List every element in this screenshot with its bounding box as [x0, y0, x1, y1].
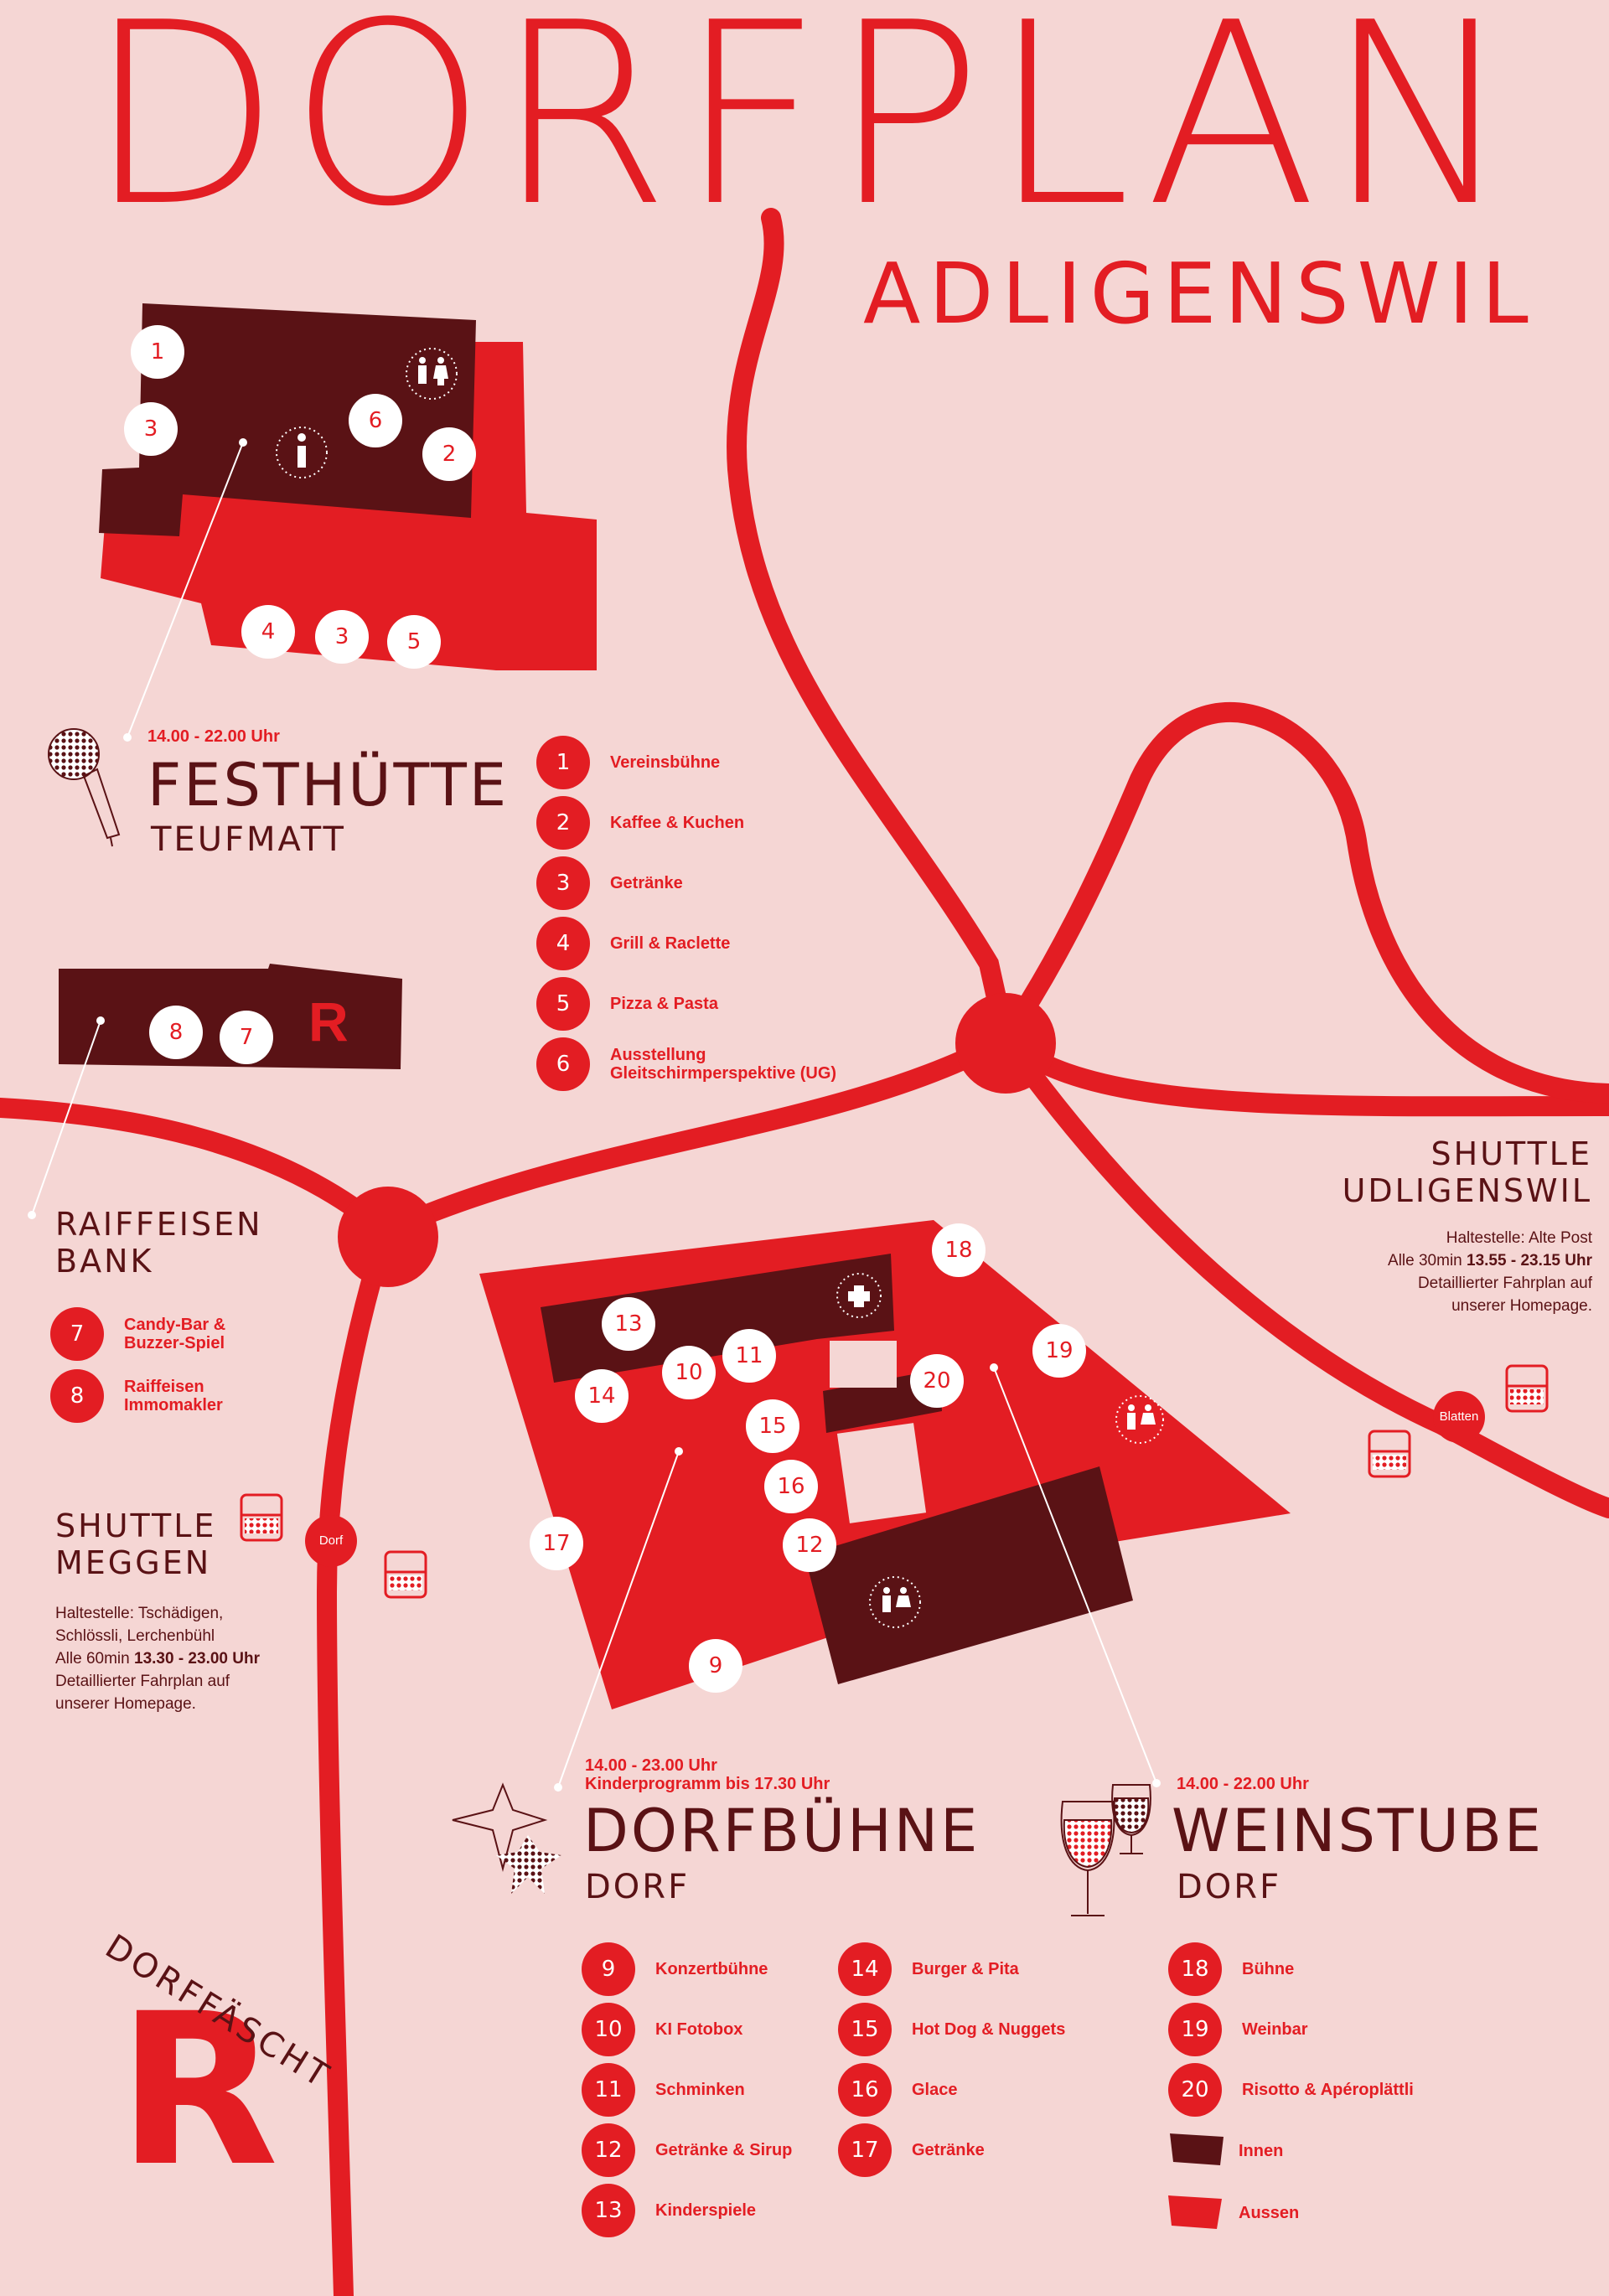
page-title: DORFPLAN — [86, 0, 1523, 261]
dorf-courtyard-b — [836, 1423, 927, 1523]
map-pin-11[interactable]: 11 — [722, 1329, 776, 1383]
weinstube-place: DORF — [1177, 1868, 1282, 1906]
key-aussen-label: Aussen — [1239, 2204, 1300, 2222]
toilet-icon — [869, 1576, 921, 1628]
dorf-buildings — [479, 1220, 1291, 1709]
map-pin-3b[interactable]: 3 — [315, 610, 369, 664]
map-pin-17[interactable]: 17 — [530, 1517, 583, 1570]
map-pin-16[interactable]: 16 — [764, 1460, 818, 1513]
road-west — [0, 1098, 396, 1242]
festhuette-place: TEUFMATT — [151, 820, 346, 859]
map-pin-6[interactable]: 6 — [349, 394, 402, 447]
map-pin-9[interactable]: 9 — [689, 1639, 742, 1693]
logo-letter: R — [117, 1968, 279, 2212]
map-pin-7[interactable]: 7 — [220, 1011, 273, 1064]
info-icon — [276, 427, 328, 478]
road-north — [727, 208, 1016, 1049]
key-aussen-swatch — [1168, 2195, 1222, 2229]
roundabout-west — [338, 1187, 438, 1287]
road-loop — [996, 701, 1609, 1104]
shuttle-meggen-title-line1: SHUTTLE — [55, 1507, 217, 1544]
festhuette-name: FESTHÜTTE — [147, 751, 510, 820]
road-southeast — [996, 1029, 1609, 1518]
dorfbuehne-time: 14.00 - 23.00 Uhr — [585, 1756, 717, 1775]
map-pin-20[interactable]: 20 — [910, 1354, 964, 1408]
bank-title-line2: BANK — [55, 1243, 154, 1280]
map-pin-19[interactable]: 19 — [1032, 1324, 1086, 1378]
bus-icon — [240, 1364, 1549, 1599]
key-innen-label: Innen — [1239, 2142, 1284, 2160]
map-pin-14[interactable]: 14 — [575, 1369, 629, 1423]
festhuette-time: 14.00 - 22.00 Uhr — [147, 727, 280, 746]
bank-logo: R — [308, 990, 349, 1052]
map-pin-10[interactable]: 10 — [662, 1346, 716, 1399]
map-pin-1[interactable]: 1 — [131, 325, 184, 379]
roundabout-east — [955, 993, 1056, 1094]
festhuette-buildings — [99, 303, 597, 670]
shuttle-udligenswil-info: Haltestelle: Alte Post Alle 30min 13.55 … — [1388, 1229, 1592, 1315]
wine-glasses-icon — [1060, 1784, 1151, 1916]
first-aid-icon — [836, 1273, 882, 1318]
road-middle — [375, 1029, 1016, 1242]
map-pin-2[interactable]: 2 — [422, 427, 476, 481]
map-pin-12[interactable]: 12 — [783, 1518, 836, 1572]
shuttle-udligenswil-title-line1: SHUTTLE — [1431, 1135, 1592, 1172]
key-innen-swatch — [1170, 2133, 1224, 2165]
map-pin-15[interactable]: 15 — [746, 1399, 799, 1453]
toilet-icon — [1115, 1395, 1164, 1444]
dorfbuehne-kids-time: Kinderprogramm bis 17.30 Uhr — [585, 1775, 830, 1793]
road-south — [316, 1222, 396, 2296]
toilet-icon — [406, 348, 458, 400]
map-pin-13[interactable]: 13 — [602, 1297, 655, 1351]
map-pin-3[interactable]: 3 — [124, 402, 178, 456]
page-subtitle: ADLIGENSWIL — [863, 245, 1537, 343]
bus-stop-blatten[interactable]: Blatten — [1433, 1391, 1485, 1443]
shuttle-meggen-title-line2: MEGGEN — [55, 1544, 212, 1581]
dorf-inner-south — [804, 1466, 1133, 1684]
dorfbuehne-place: DORF — [585, 1868, 691, 1906]
bank-title-line1: RAIFFEISEN — [55, 1206, 263, 1243]
map-pin-18[interactable]: 18 — [932, 1223, 986, 1277]
dorf-courtyard-a — [830, 1341, 897, 1388]
festhuette-inner-area — [99, 303, 476, 536]
microphone-icon — [48, 728, 121, 847]
map-pin-8[interactable]: 8 — [149, 1006, 203, 1059]
star-icon — [452, 1782, 561, 1894]
weinstube-time: 14.00 - 22.00 Uhr — [1177, 1775, 1309, 1793]
weinstube-name: WEINSTUBE — [1172, 1797, 1544, 1865]
bus-stop-dorf[interactable]: Dorf — [305, 1515, 357, 1567]
dorfbuehne-name: DORFBÜHNE — [583, 1797, 980, 1865]
shuttle-udligenswil-title-line2: UDLIGENSWIL — [1342, 1172, 1592, 1209]
map-pin-5[interactable]: 5 — [387, 615, 441, 669]
shuttle-meggen-info: Haltestelle: Tschädigen, Schlössli, Lerc… — [55, 1605, 260, 1713]
map-pin-4[interactable]: 4 — [241, 605, 295, 659]
